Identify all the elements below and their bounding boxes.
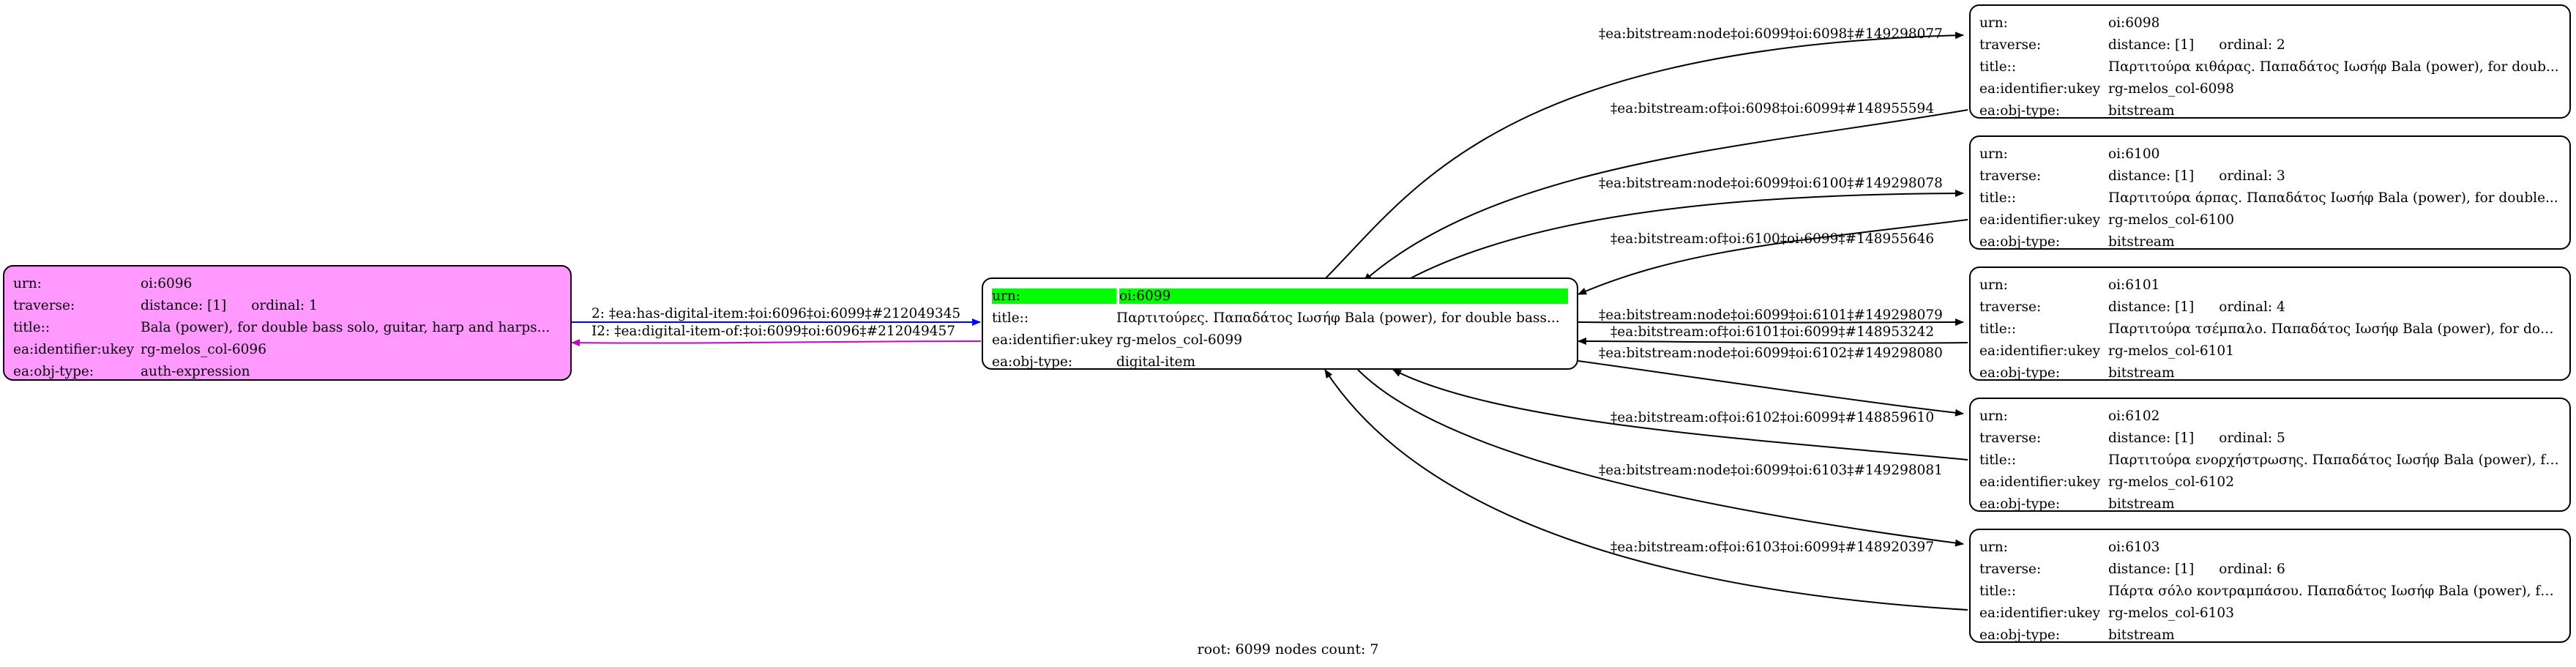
edge-label-of-6100: ‡ea:bitstream:of‡oi:6100‡oi:6099‡#148955… — [1610, 231, 1935, 247]
node-row-traverse: traverse:distance: [1]ordinal: 4 — [1979, 299, 2285, 315]
node-row-obj-type: ea:obj-type:digital-item — [992, 354, 1195, 370]
node-oi-6099[interactable]: urn:oi:6099 title::Παρτιτούρες. Παπαδάτο… — [982, 277, 1578, 370]
node-row-obj-type: ea:obj-type:bitstream — [1979, 103, 2175, 119]
node-row-traverse: traverse:distance: [1]ordinal: 5 — [1979, 430, 2285, 446]
node-oi-6096[interactable]: urn:oi:6096 traverse:distance: [1]ordina… — [3, 265, 572, 381]
node-row-title: title::Πάρτα σόλο κοντραμπάσου. Παπαδάτο… — [1979, 583, 2561, 599]
node-row-title: title::Παρτιτούρα ενορχήστρωσης. Παπαδάτ… — [1979, 452, 2561, 468]
node-row-traverse: traverse:distance: [1]ordinal: 6 — [1979, 561, 2285, 577]
node-row-title: title::Παρτιτούρα τσέμπαλο. Παπαδάτος Ιω… — [1979, 321, 2561, 337]
node-row-title: title::Bala (power), for double bass sol… — [13, 319, 550, 335]
node-row-title: title::Παρτιτούρες. Παπαδάτος Ιωσήφ Bala… — [992, 310, 1560, 326]
node-row-urn: urn:oi:6099 — [992, 285, 1568, 307]
node-row-urn: urn:oi:6101 — [1979, 277, 2160, 293]
edge-digital-item-of — [571, 339, 982, 347]
edge-of-6098 — [1363, 109, 1968, 282]
edge-node-6103 — [1357, 369, 1964, 547]
node-row-urn: urn:oi:6096 — [13, 275, 193, 291]
edge-of-6102 — [1392, 369, 1968, 461]
node-oi-6098[interactable]: urn:oi:6098 traverse:distance: [1]ordina… — [1969, 4, 2571, 119]
node-row-urn: urn:oi:6098 — [1979, 15, 2160, 31]
node-oi-6101[interactable]: urn:oi:6101 traverse:distance: [1]ordina… — [1969, 267, 2571, 381]
node-oi-6102[interactable]: urn:oi:6102 traverse:distance: [1]ordina… — [1969, 398, 2571, 512]
node-row-traverse: traverse:distance: [1]ordinal: 2 — [1979, 37, 2285, 53]
node-oi-6103[interactable]: urn:oi:6103 traverse:distance: [1]ordina… — [1969, 529, 2571, 643]
edge-of-6103 — [1324, 369, 1968, 611]
edge-label-node-6103: ‡ea:bitstream:node‡oi:6099‡oi:6103‡#1492… — [1599, 463, 1943, 478]
edge-label-of-6101: ‡ea:bitstream:of‡oi:6101‡oi:6099‡#148953… — [1610, 324, 1935, 340]
edge-label-of-6103: ‡ea:bitstream:of‡oi:6103‡oi:6099‡#148920… — [1610, 540, 1935, 555]
edge-of-6100 — [1578, 219, 1968, 295]
edge-label-node-6100: ‡ea:bitstream:node‡oi:6099‡oi:6100‡#1492… — [1599, 176, 1943, 191]
node-row-obj-type: ea:obj-type:bitstream — [1979, 365, 2175, 381]
graph-footer: root: 6099 nodes count: 7 — [1197, 641, 1379, 657]
edge-label-node-6098: ‡ea:bitstream:node‡oi:6099‡oi:6098‡#1492… — [1599, 26, 1943, 42]
node-row-traverse: traverse:distance: [1]ordinal: 1 — [13, 297, 318, 313]
edge-label-has-digital-item: 2: ‡ea:has-digital-item:‡oi:6096‡oi:6099… — [591, 306, 961, 321]
edge-node-6102 — [1578, 360, 1964, 417]
edge-node-6098 — [1324, 31, 1964, 280]
edge-label-of-6098: ‡ea:bitstream:of‡oi:6098‡oi:6099‡#148955… — [1610, 101, 1935, 116]
node-row-traverse: traverse:distance: [1]ordinal: 3 — [1979, 168, 2285, 184]
edge-node-6100 — [1408, 190, 1964, 280]
node-row-obj-type: ea:obj-type:bitstream — [1979, 496, 2175, 512]
edge-label-node-6101: ‡ea:bitstream:node‡oi:6099‡oi:6101‡#1492… — [1599, 308, 1943, 323]
node-row-urn: urn:oi:6100 — [1979, 146, 2160, 162]
node-row-obj-type: ea:obj-type:bitstream — [1979, 627, 2175, 643]
node-row-title: title::Παρτιτούρα κιθάρας. Παπαδάτος Ιωσ… — [1979, 59, 2559, 75]
node-row-obj-type: ea:obj-type:auth-expression — [13, 363, 250, 379]
edge-label-of-6102: ‡ea:bitstream:of‡oi:6102‡oi:6099‡#148859… — [1610, 410, 1935, 425]
edge-node-6101 — [1578, 318, 1964, 327]
node-row-obj-type: ea:obj-type:bitstream — [1979, 234, 2175, 250]
edge-label-digital-item-of: I2: ‡ea:digital-item-of:‡oi:6099‡oi:6096… — [591, 324, 956, 339]
node-row-urn: urn:oi:6103 — [1979, 539, 2160, 555]
edge-label-node-6102: ‡ea:bitstream:node‡oi:6099‡oi:6102‡#1492… — [1599, 346, 1943, 361]
edge-of-6101 — [1578, 338, 1968, 346]
node-row-urn: urn:oi:6102 — [1979, 408, 2160, 424]
node-oi-6100[interactable]: urn:oi:6100 traverse:distance: [1]ordina… — [1969, 135, 2571, 250]
node-row-title: title::Παρτιτούρα άρπας. Παπαδάτος Ιωσήφ… — [1979, 190, 2558, 206]
